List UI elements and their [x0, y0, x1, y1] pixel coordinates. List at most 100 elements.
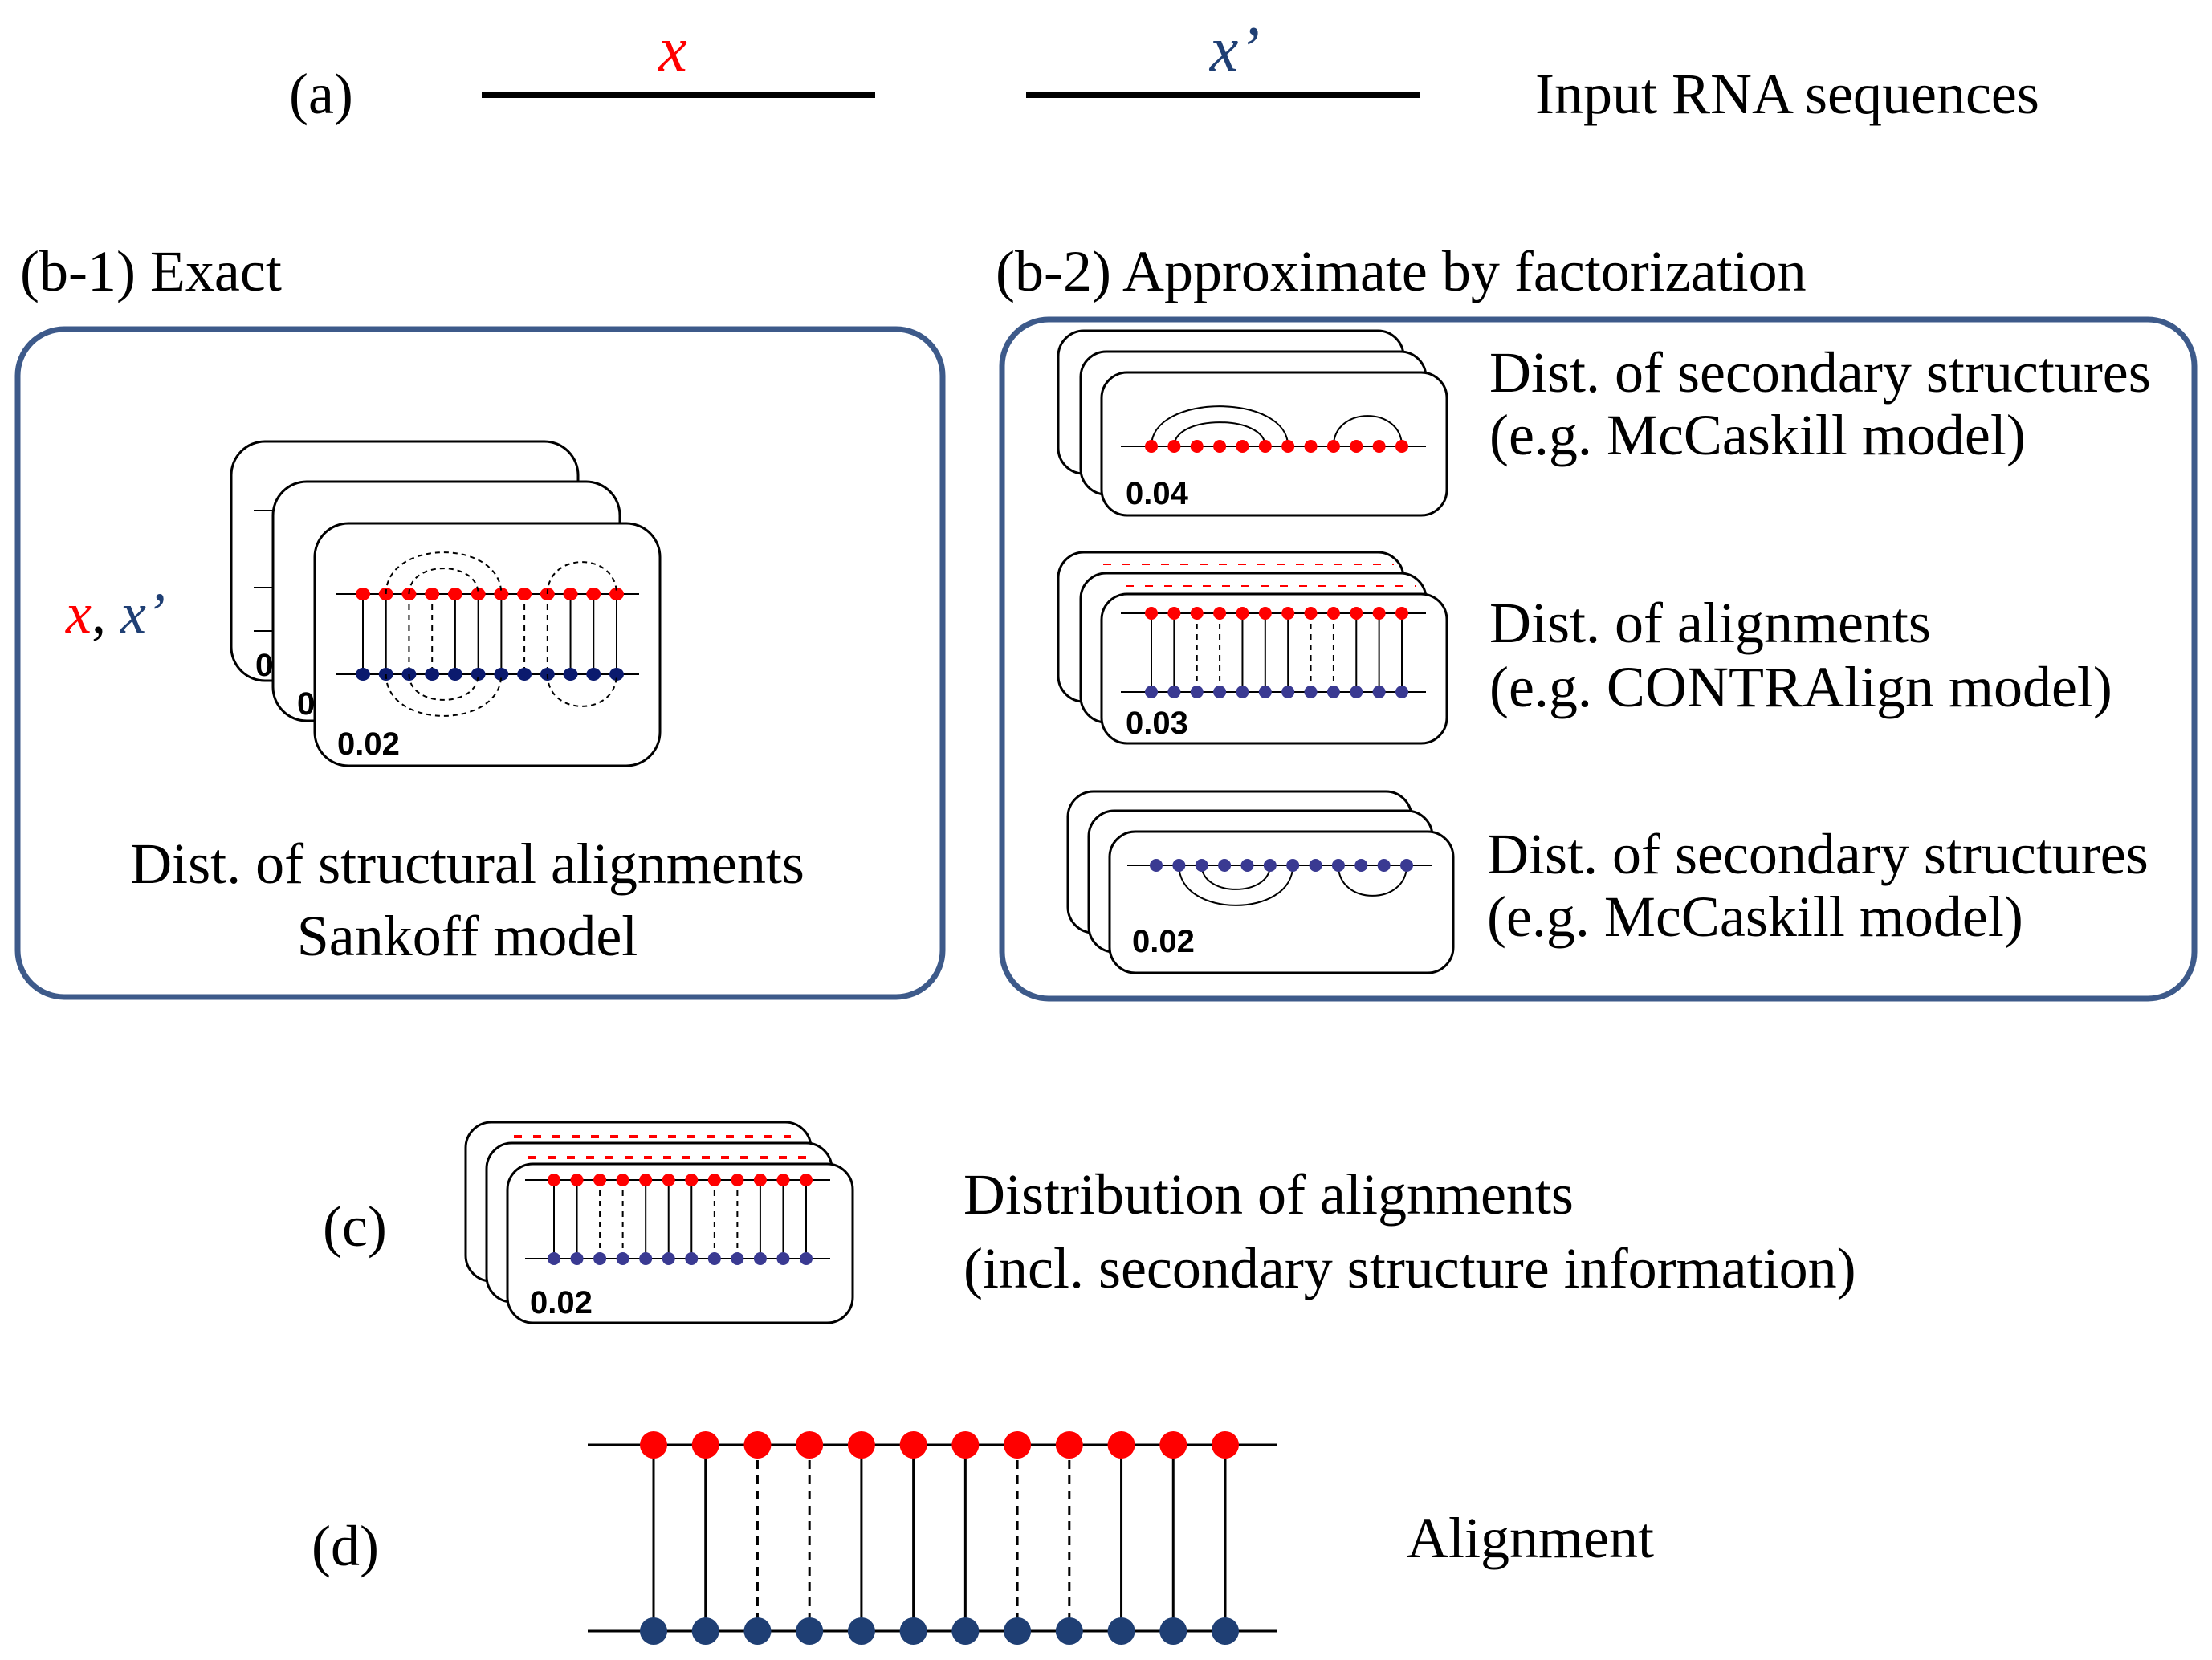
panel-b1-title: (b-1) Exact [20, 239, 282, 303]
nucleotide-xp [447, 668, 462, 681]
base-pair-arc [1200, 865, 1271, 890]
nucleotide-xp [1212, 1617, 1239, 1645]
nucleotide-xp [685, 1252, 699, 1265]
nucleotide-xp [731, 1252, 744, 1265]
secondary-structure-x-card-front [1100, 371, 1448, 517]
panel-c: (c) 0.02 Distribution of alignments (inc… [323, 1121, 1856, 1324]
nucleotide-xp [753, 1252, 767, 1265]
nucleotide-x [1213, 607, 1227, 620]
panel-c-label: (c) [323, 1194, 387, 1259]
input-xp: x’ [120, 581, 165, 645]
b2-row-2-line2: (e.g. CONTRAlign model) [1489, 655, 2112, 719]
nucleotide-x [1159, 1431, 1187, 1459]
alignment-card-front [1100, 592, 1448, 745]
nucleotide-x [640, 1431, 667, 1459]
nucleotide-xp [609, 668, 624, 681]
nucleotide-xp [517, 668, 532, 681]
card-front-probability: 0.02 [337, 726, 400, 762]
nucleotide-xp [1304, 686, 1318, 698]
alignment-drawing [1121, 607, 1426, 698]
nucleotide-x [1304, 440, 1318, 453]
nucleotide-x [743, 1431, 772, 1459]
nucleotide-x [1107, 1431, 1135, 1459]
panel-b1-caption-line1: Dist. of structural alignments [130, 832, 805, 896]
nucleotide-xp [1395, 686, 1408, 698]
nucleotide-x [1281, 440, 1295, 453]
nucleotide-x [1258, 440, 1272, 453]
nucleotide-x [691, 1431, 719, 1459]
nucleotide-x [570, 1174, 584, 1186]
nucleotide-xp [1159, 1617, 1187, 1645]
nucleotide-x [847, 1431, 875, 1459]
b2-row-2-probability: 0.03 [1126, 706, 1188, 741]
nucleotide-x [776, 1174, 790, 1186]
base-pair-arc [1337, 865, 1407, 897]
panel-b2-box [999, 316, 2198, 1002]
base-pair-arc [546, 673, 617, 707]
nucleotide-x [1145, 440, 1158, 453]
nucleotide-xp [1326, 686, 1340, 698]
nucleotide-x [609, 588, 624, 600]
nucleotide-x [1167, 440, 1181, 453]
nucleotide-xp [800, 1252, 813, 1265]
nucleotide-x [1236, 607, 1249, 620]
nucleotide-xp [1145, 686, 1158, 698]
distribution-card-front [506, 1162, 854, 1324]
nucleotide-xp [1190, 686, 1204, 698]
nucleotide-xp [616, 1252, 629, 1265]
input-separator: , [92, 581, 120, 645]
distribution-alignment-drawing [525, 1174, 830, 1265]
nucleotide-x [563, 588, 578, 600]
nucleotide-xp [1309, 859, 1322, 872]
nucleotide-xp [662, 1252, 675, 1265]
base-pair-arc [408, 568, 479, 595]
nucleotide-x [1372, 440, 1386, 453]
nucleotide-xp [1331, 859, 1345, 872]
panel-b1: (b-1) Exact x, x’ 0 0 0.02 Dist. of stru… [14, 239, 946, 1000]
panel-b2: (b-2) Approximate by factorization 0.04 … [996, 239, 2198, 1002]
nucleotide-xp [1055, 1617, 1083, 1645]
nucleotide-xp [743, 1617, 772, 1645]
nucleotide-xp [1150, 859, 1163, 872]
b2-row-3-line1: Dist. of secondary structures [1487, 822, 2149, 886]
nucleotide-x [1395, 440, 1408, 453]
nucleotide-x [1213, 440, 1227, 453]
b2-row-1-line2: (e.g. McCaskill model) [1489, 403, 2026, 467]
final-alignment-drawing [588, 1431, 1277, 1645]
card-back-2-probability: 0 [255, 648, 273, 683]
nucleotide-x [1167, 607, 1181, 620]
b2-row-1-line1: Dist. of secondary structures [1489, 340, 2151, 405]
nucleotide-xp [1218, 859, 1232, 872]
base-pair-arc [1332, 415, 1403, 447]
card-back-1-probability: 0 [297, 686, 315, 722]
nucleotide-xp [1195, 859, 1208, 872]
b2-row-3: 0.02 Dist. of secondary structures (e.g.… [1066, 790, 2149, 974]
nucleotide-xp [899, 1617, 927, 1645]
nucleotide-xp [570, 1252, 584, 1265]
nucleotide-x [1326, 440, 1340, 453]
nucleotide-x [662, 1174, 675, 1186]
panel-b1-caption-line2: Sankoff model [297, 904, 638, 968]
nucleotide-xp [1263, 859, 1277, 872]
nucleotide-x [447, 588, 462, 600]
nucleotide-x [517, 588, 532, 600]
nucleotide-xp [1172, 859, 1186, 872]
nucleotide-xp [796, 1617, 824, 1645]
nucleotide-xp [563, 668, 578, 681]
nucleotide-xp [1286, 859, 1300, 872]
nucleotide-x [685, 1174, 699, 1186]
b2-row-3-probability: 0.02 [1132, 924, 1195, 959]
nucleotide-x [1395, 607, 1408, 620]
nucleotide-xp [1350, 686, 1363, 698]
nucleotide-x [1350, 607, 1363, 620]
nucleotide-xp [1167, 686, 1181, 698]
nucleotide-x [1190, 440, 1204, 453]
nucleotide-xp [1240, 859, 1254, 872]
nucleotide-xp [1107, 1617, 1135, 1645]
nucleotide-xp [586, 668, 601, 681]
nucleotide-x [494, 588, 509, 600]
panel-a-label: (a) [289, 62, 353, 126]
nucleotide-xp [707, 1252, 721, 1265]
nucleotide-x [731, 1174, 744, 1186]
